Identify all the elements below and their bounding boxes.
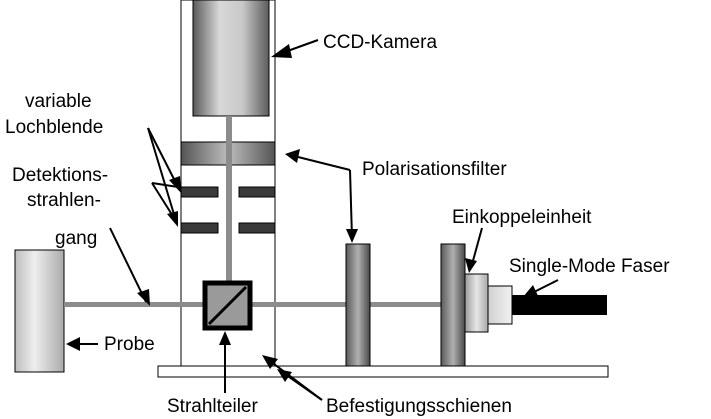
pinhole-arrow-1-icon	[169, 176, 181, 193]
detection-label-line2: strahlen-	[27, 190, 101, 211]
detection-path-pointer	[109, 227, 147, 303]
fiber-label: Single-Mode Faser	[509, 256, 670, 277]
polarization-filter-label: Polarisationsfilter	[362, 159, 507, 180]
coupling-unit-disc	[440, 243, 466, 367]
pinhole-plate-lower-right	[238, 222, 276, 234]
coupling-unit-label: Einkoppeleinheit	[452, 207, 592, 228]
ccd-camera	[192, 0, 270, 117]
pinhole-pointer-1	[147, 127, 179, 188]
detection-beam	[226, 116, 232, 306]
detection-label-line1: Detektions-	[12, 165, 108, 186]
probe-arrow-icon	[66, 337, 80, 351]
polarization-pointer-2	[349, 169, 353, 239]
beamsplitter-diagonal	[207, 285, 248, 326]
polarization-arrow-2-icon	[346, 229, 358, 243]
sample	[14, 249, 65, 373]
rails-arrow-1-icon	[262, 355, 278, 369]
coupling-arrow-icon	[465, 258, 477, 273]
pinhole-label-line1: variable	[25, 91, 92, 112]
polarization-pointer-1	[293, 155, 351, 171]
fiber-arrow-icon	[523, 285, 539, 298]
pinhole-plate-upper-left	[180, 186, 219, 198]
detection-label-line3: gang	[55, 228, 97, 249]
detection-pointer-1	[151, 182, 179, 188]
beamsplitter-label: Strahlteiler	[167, 396, 258, 417]
polarization-filter-horizontal	[345, 243, 371, 367]
ccd-camera-label: CCD-Kamera	[323, 32, 437, 53]
detection-path-arrow-icon	[137, 289, 150, 306]
rails-label: Befestigungsschienen	[326, 396, 512, 417]
probe-label: Probe	[104, 334, 155, 355]
horizontal-beam	[64, 302, 444, 307]
pinhole-plate-lower-left	[180, 222, 219, 234]
rails-arrow-2-icon	[277, 369, 292, 382]
pinhole-arrow-2-icon	[167, 211, 178, 227]
pinhole-label-line2: Lochblende	[5, 117, 103, 138]
beamsplitter-arrow-icon	[219, 331, 231, 345]
polarization-arrow-1-icon	[285, 149, 300, 163]
coupling-unit-body	[464, 273, 489, 333]
pinhole-plate-upper-right	[238, 186, 276, 198]
arrow-heads	[66, 44, 539, 382]
single-mode-fiber	[512, 295, 607, 315]
ccd-arrow-icon	[271, 44, 292, 58]
base-rail	[157, 365, 609, 378]
pinhole-pointer-2	[147, 127, 177, 222]
coupling-unit-connector	[487, 285, 513, 325]
